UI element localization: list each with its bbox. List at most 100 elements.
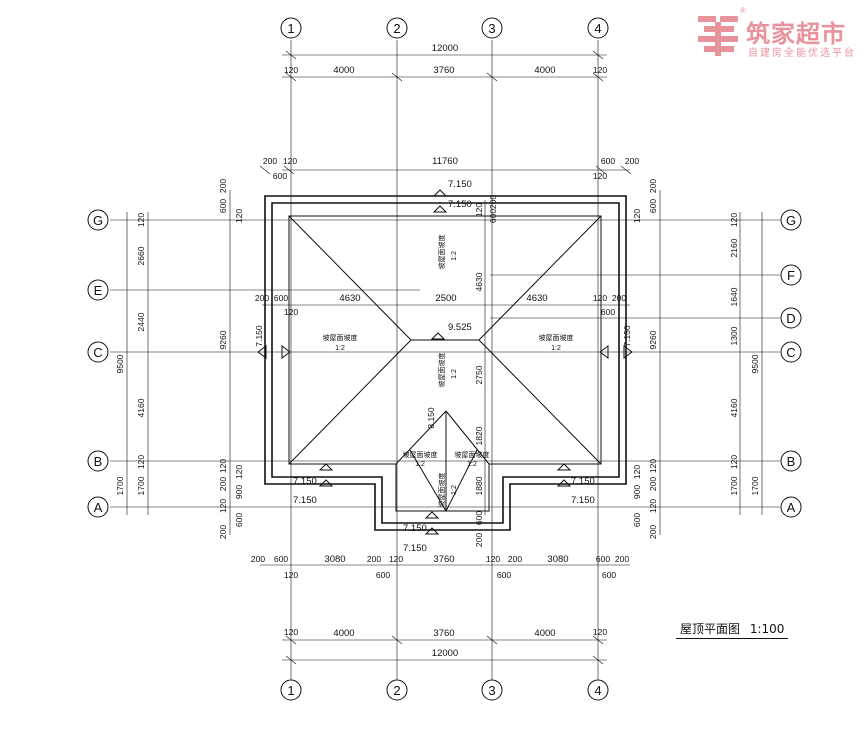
dim-int-vert-top-a: 120: [474, 203, 484, 217]
dim-bot-eave-7: 120: [486, 554, 500, 564]
dim-left-eave-bot-3: 120: [234, 465, 244, 479]
axis-3-top: 3: [488, 21, 495, 36]
dim-bot-bay-1: 4000: [333, 628, 354, 639]
brand-slogan: 自建房全能优选平台: [748, 48, 856, 59]
dim-int-ridge-center: 2500: [435, 293, 456, 304]
dim-right-seg-1: 2160: [729, 238, 739, 257]
dim-right-inner-overall: 9260: [648, 330, 658, 349]
slope-east-label: 坡屋面坡度: [539, 333, 574, 342]
dim-eave-left-inner: 120: [283, 156, 297, 166]
axis-C-left: C: [93, 345, 102, 360]
dim-right-seg-5: 1700: [729, 476, 739, 495]
dim-right-seg-4: 4160: [729, 398, 739, 417]
slope-porch-ratio: 1:2: [451, 485, 458, 495]
elev-bl-b: 7.150: [293, 495, 317, 506]
dim-right-eave-bot-3: 120: [632, 465, 642, 479]
dim-bot-edge-left: 120: [284, 627, 298, 637]
dim-int-left-off-1: 200: [255, 293, 269, 303]
elev-porch-a: 7.150: [403, 523, 427, 534]
dim-bot-eave-9: 3080: [547, 554, 568, 565]
axis-bubbles-left: G E C B A: [87, 209, 109, 518]
dim-left-eave-top-2: 600: [218, 199, 228, 213]
slope-porch-left-ratio: 1:2: [415, 461, 425, 468]
dim-eave-left-outer: 200: [263, 156, 277, 166]
dim-eave-right-below: 120: [593, 171, 607, 181]
dim-left-eave-top-3: 120: [234, 209, 244, 223]
elev-br-a: 7.150: [571, 476, 595, 487]
dim-eave-left-below: 600: [273, 171, 287, 181]
dim-left-overall: 9500: [115, 354, 125, 373]
left-dimensions: [126, 190, 231, 535]
elev-porch-b: 7.150: [403, 543, 427, 554]
dim-int-vert-bottom-b: 200: [474, 533, 484, 547]
slope-porch-left-label: 坡屋面坡度: [403, 450, 438, 459]
dim-right-eave-top-2: 600: [648, 199, 658, 213]
registered-mark: ®: [740, 6, 746, 15]
slope-south-label: 坡屋面坡度: [437, 353, 446, 388]
dim-left-seg-4: 1700: [136, 476, 146, 495]
dim-left-seg-1: 2660: [136, 246, 146, 265]
dim-left-inner-overall: 9260: [218, 330, 228, 349]
brand-watermark: ® 筑家超市 自建房全能优选平台: [696, 6, 864, 62]
dim-left-eave-bot-4: 900: [234, 485, 244, 499]
dim-right-inner-bottom: 1700: [750, 476, 760, 495]
slope-east-ratio: 1:2: [551, 345, 561, 352]
elev-bl-a: 7.150: [293, 476, 317, 487]
dim-bot-eave-5: 120: [389, 554, 403, 564]
stacked-blocks-logo-icon: [698, 16, 738, 56]
dim-int-vert-mid: 2750: [474, 365, 484, 384]
dim-int-left-off-3: 120: [284, 307, 298, 317]
axis-4-bottom: 4: [594, 683, 601, 698]
dim-bot-bay-3: 4000: [534, 628, 555, 639]
dim-right-overall: 9500: [750, 354, 760, 373]
dim-eave-overall: 11760: [432, 156, 458, 167]
dim-left-eave-bot-7: 200: [218, 525, 228, 539]
axis-E-left: E: [94, 283, 103, 298]
dim-right-eave-top-1: 200: [648, 179, 658, 193]
dim-left-eave-bot-2: 200: [218, 477, 228, 491]
dim-left-edge-mid: 120: [136, 455, 146, 469]
dim-bot-overall: 12000: [432, 648, 458, 659]
elev-right: 7.150: [622, 325, 632, 347]
dim-int-ridge-right: 4630: [526, 293, 547, 304]
dim-top-edge-right: 120: [593, 65, 607, 75]
right-dimensions: [659, 190, 763, 535]
dim-bot-edge-right: 120: [593, 627, 607, 637]
slope-north-ratio: 1:2: [451, 251, 458, 261]
axis-A-left: A: [94, 500, 103, 515]
dim-right-eave-bot-4: 900: [632, 485, 642, 499]
dim-top-bay-2: 3760: [433, 65, 454, 76]
dim-bot-eave-3: 3080: [324, 554, 345, 565]
dim-bot-eave-10: 600: [596, 554, 610, 564]
axis-1-top: 1: [287, 21, 294, 36]
axis-B-right: B: [787, 454, 796, 469]
axis-A-right: A: [787, 500, 796, 515]
dim-bot-bay-2: 3760: [433, 628, 454, 639]
axis-C-right: C: [786, 345, 795, 360]
dim-bot-eave-1: 200: [251, 554, 265, 564]
dim-left-edge-top: 120: [136, 213, 146, 227]
axis-B-left: B: [94, 454, 103, 469]
dim-bot-eave-2: 600: [274, 554, 288, 564]
dim-right-eave-bot-5: 120: [648, 499, 658, 513]
top-dimensions: [259, 50, 632, 175]
dim-left-eave-top-1: 200: [218, 179, 228, 193]
axis-bubbles-bottom: 1 2 3 4: [280, 679, 609, 701]
elev-ridge: 9.525: [448, 322, 472, 333]
slope-west-ratio: 1:2: [335, 345, 345, 352]
axis-D-right: D: [786, 311, 795, 326]
slope-porch-right-ratio: 1:2: [467, 461, 477, 468]
elev-top-inner: 7.150: [448, 199, 472, 210]
slope-west-label: 坡屋面坡度: [323, 333, 358, 342]
dim-int-left-off-2: 600: [274, 293, 288, 303]
title-underline: [676, 638, 788, 639]
dim-right-edge-mid: 120: [729, 455, 739, 469]
axis-2-top: 2: [393, 21, 400, 36]
axis-G-left: G: [93, 213, 103, 228]
axis-F-right: F: [787, 268, 795, 283]
slope-porch-right-label: 坡屋面坡度: [455, 450, 490, 459]
elev-top-outer: 7.150: [448, 179, 472, 190]
dim-left-seg-2: 2440: [136, 312, 146, 331]
dim-right-edge-top: 120: [729, 213, 739, 227]
dim-int-ridge-left: 4630: [339, 293, 360, 304]
